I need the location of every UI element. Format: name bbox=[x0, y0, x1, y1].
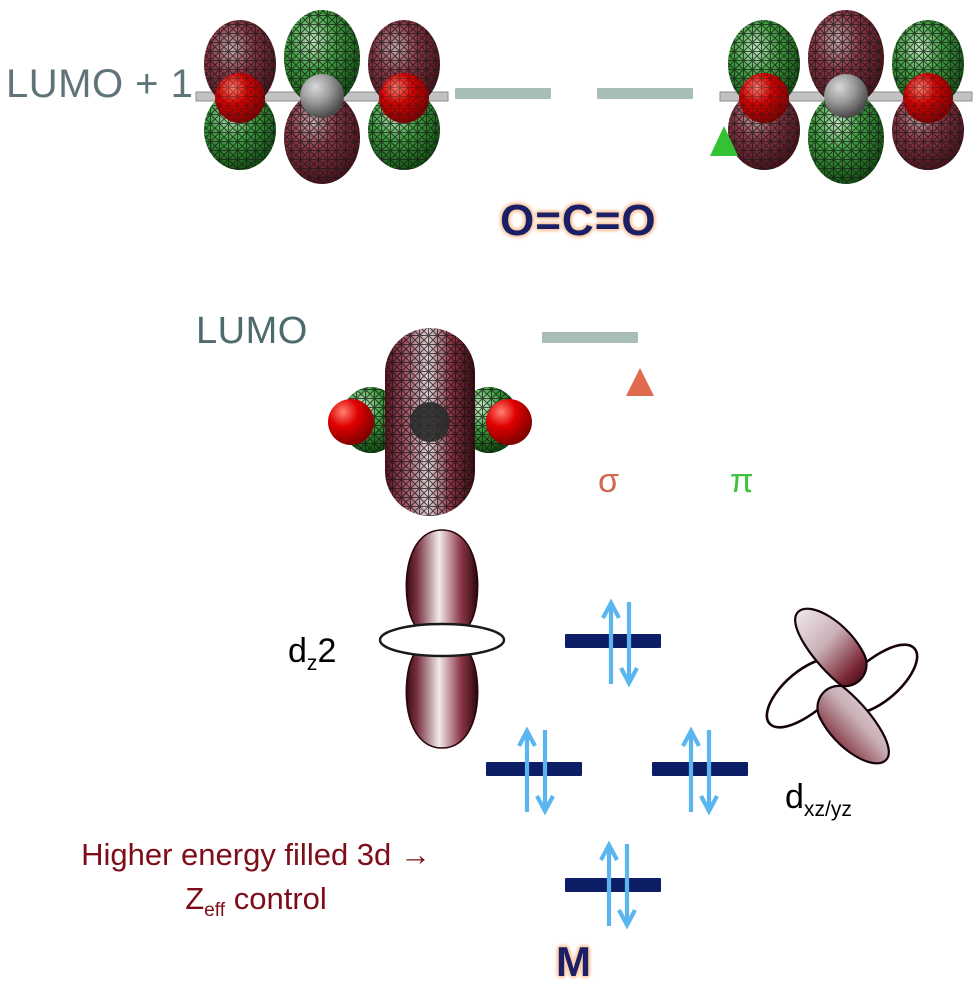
energy-level-d-lower bbox=[565, 878, 661, 892]
electron-pair-d-mid-left bbox=[517, 726, 555, 816]
electron-pair-d-z2-upper bbox=[601, 598, 639, 688]
orbital-d-z2 bbox=[378, 529, 506, 749]
energy-level-lumo-plus-1-right bbox=[597, 88, 693, 99]
annotation-eff-subscript: eff bbox=[204, 900, 226, 922]
transition-arrow-pi bbox=[710, 126, 738, 770]
annotation-z-symbol: Z bbox=[185, 881, 205, 917]
label-orbital-d-xz-yz: dxz/yz bbox=[785, 778, 852, 822]
label-lumo-plus-1: LUMO + 1 bbox=[6, 62, 194, 106]
annotation-line-1: Higher energy filled 3d → bbox=[81, 837, 431, 872]
energy-level-d-mid-left bbox=[486, 762, 582, 776]
energy-level-lumo-plus-1-left bbox=[455, 88, 551, 99]
energy-level-lumo bbox=[542, 332, 638, 343]
d-z2-exponent: 2 bbox=[317, 632, 337, 670]
d-xz-subscript: xz/yz bbox=[803, 797, 852, 821]
label-metal-center: M bbox=[556, 938, 591, 985]
label-lumo: LUMO bbox=[196, 310, 308, 352]
d-xz-main: d bbox=[785, 778, 804, 816]
orbital-d-xz-yz bbox=[765, 607, 919, 765]
annotation-control-word: control bbox=[225, 881, 327, 917]
orbital-pi-star-lumo-plus-1-right bbox=[719, 10, 973, 184]
transition-arrow-sigma bbox=[626, 368, 654, 652]
label-pi: π bbox=[730, 462, 754, 500]
electron-pair-d-mid-right bbox=[681, 726, 719, 816]
orbital-sigma-star-lumo bbox=[328, 328, 532, 516]
label-sigma: σ bbox=[598, 462, 619, 500]
electron-pair-d-lower bbox=[599, 840, 637, 930]
d-z2-subscript: z bbox=[306, 651, 318, 675]
annotation-zeff-control: Higher energy filled 3d → Zeff control bbox=[26, 833, 486, 924]
energy-level-d-mid-right bbox=[652, 762, 748, 776]
d-z2-main: d bbox=[288, 632, 307, 670]
label-orbital-d-z2: dz2 bbox=[288, 632, 336, 676]
orbital-pi-star-lumo-plus-1-left bbox=[195, 10, 449, 184]
label-molecule-co2: O=C=O bbox=[500, 196, 657, 245]
annotation-line-2: Zeff control bbox=[26, 877, 486, 924]
